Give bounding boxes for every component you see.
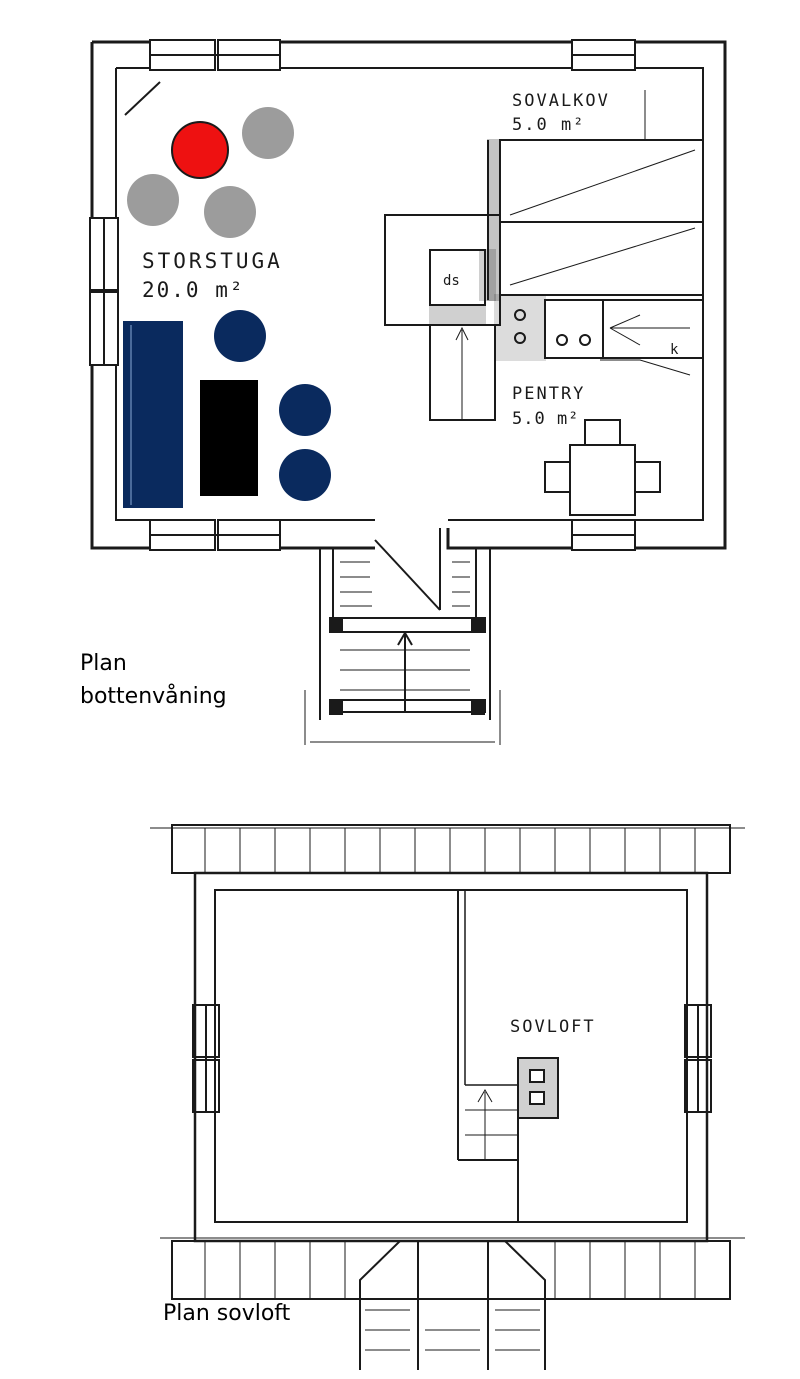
loft-caption: Plan sovloft [163, 1301, 291, 1326]
loft-roof-eave-bottom [160, 1237, 745, 1370]
room-area-storstuga: 20.0 m² [142, 278, 245, 302]
loft-roof-eave-top [150, 824, 745, 874]
ground-floor-walls [90, 40, 727, 550]
loft-chimney [517, 1057, 559, 1119]
ground-floor-windows [89, 39, 636, 551]
room-area-pentry: 5.0 m² [512, 409, 579, 429]
red-stool [171, 121, 229, 179]
grey-stool [204, 186, 256, 238]
dining-table [544, 419, 661, 516]
room-name-sovalkov: SOVALKOV [512, 91, 610, 111]
room-name-sovloft: SOVLOFT [510, 1017, 596, 1037]
navy-armchair [279, 449, 331, 501]
grey-stool [127, 174, 179, 226]
room-area-sovalkov: 5.0 m² [512, 115, 585, 135]
sofa [123, 321, 183, 508]
coffee-table [200, 380, 258, 496]
entrance-door [124, 81, 441, 611]
ground-floor-caption-line1: Plan [80, 651, 127, 676]
stove-label: ds [443, 273, 460, 289]
navy-armchair [214, 310, 266, 362]
loft-walls [193, 871, 709, 1243]
room-name-storstuga: STORSTUGA [142, 249, 283, 273]
navy-armchair [279, 384, 331, 436]
room-name-pentry: PENTRY [512, 384, 585, 404]
loft-windows [192, 1004, 712, 1113]
ground-floor-caption-line2: bottenvåning [80, 683, 227, 709]
sovalkov-bed [487, 90, 704, 301]
loft-plan: SOVLOFT Plan sovloft [150, 824, 745, 1370]
fridge-label: k [670, 342, 679, 358]
pentry-fixtures [384, 214, 704, 421]
ground-floor-plan: STORSTUGA 20.0 m² SOVALKOV 5.0 m² PENTRY… [80, 39, 727, 745]
entrance-steps [304, 548, 501, 745]
grey-stool [242, 107, 294, 159]
